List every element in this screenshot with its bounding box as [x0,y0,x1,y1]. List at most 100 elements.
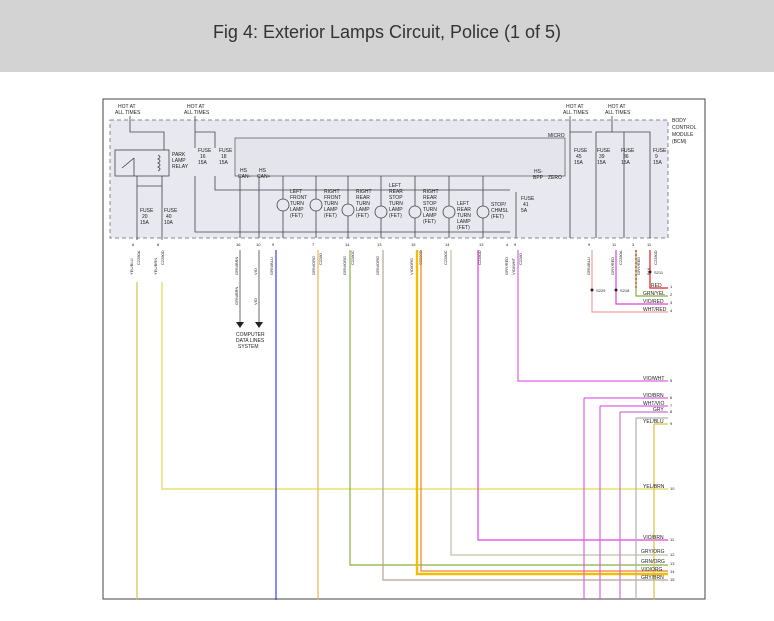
svg-text:GRN/ORG: GRN/ORG [375,256,380,275]
svg-text:FUSE: FUSE [198,148,212,154]
svg-text:14: 14 [445,242,450,247]
svg-text:5: 5 [670,378,673,383]
svg-text:15A: 15A [140,220,150,226]
wire-label-vio-brn: VIO/BRN [643,393,664,399]
svg-text:GRN/BLU: GRN/BLU [269,257,274,275]
svg-text:GRN/BLU: GRN/BLU [586,257,591,275]
svg-text:TURN: TURN [356,201,370,207]
svg-text:GRN/ORG: GRN/ORG [342,256,347,275]
svg-text:15A: 15A [574,160,584,166]
svg-text:FRONT: FRONT [290,195,307,201]
svg-text:14: 14 [670,569,675,574]
svg-text:STOP: STOP [423,201,437,207]
svg-text:8: 8 [157,242,160,247]
svg-text:RIGHT: RIGHT [324,189,340,195]
hot-label-2b: ALL TIMES [184,110,210,116]
micro-label: MICRO [548,133,565,139]
wire-number-list: 1 2 3 4 5 6 7 8 9 10 11 12 13 14 15 [670,284,675,582]
svg-text:(FET): (FET) [290,213,303,219]
svg-text:10: 10 [256,242,261,247]
figure-header: Fig 4: Exterior Lamps Circuit, Police (1… [0,0,774,72]
svg-text:(FET): (FET) [423,219,436,225]
hot-label-2a: HOT AT [187,104,205,110]
svg-text:GRN/BRN: GRN/BRN [234,256,239,275]
svg-text:ZERO: ZERO [548,175,562,181]
svg-text:BLK: BLK [646,267,651,275]
svg-text:40: 40 [166,214,172,220]
svg-text:10A: 10A [164,220,174,226]
figure-title: Fig 4: Exterior Lamps Circuit, Police (1… [212,22,562,42]
wire-label-gry-org: GRY/ORG [641,549,665,555]
wire-label-gry-brn: GRY/BRN [641,575,664,581]
svg-text:LAMP: LAMP [423,213,437,219]
svg-text:FUSE: FUSE [597,148,611,154]
hot-label-4b: ALL TIMES [605,110,631,116]
svg-text:13: 13 [479,242,484,247]
svg-text:LAMP: LAMP [389,207,403,213]
computer-data-lines-1: COMPUTER [236,332,265,338]
wires [136,250,668,600]
svg-text:FRONT: FRONT [324,195,341,201]
svg-text:13: 13 [377,242,382,247]
wire-label-grn-org: GRN/ORG [641,559,665,565]
svg-text:TURN: TURN [423,207,437,213]
module-name-1: BODY [672,118,687,124]
svg-text:15: 15 [670,577,675,582]
svg-text:FUSE: FUSE [219,148,233,154]
svg-text:C2280D: C2280D [477,250,482,265]
wire-label-vio-red: VIO/RED [643,299,664,305]
svg-text:(FET): (FET) [389,213,402,219]
svg-text:CAN+: CAN+ [257,174,271,180]
svg-text:36: 36 [623,154,629,160]
wire-label-wht-vio: WHT/VIO [643,401,664,407]
svg-text:11: 11 [670,537,675,542]
svg-text:GRY/RED: GRY/RED [610,257,615,275]
svg-text:6: 6 [670,395,673,400]
svg-text:REAR: REAR [423,195,437,201]
svg-text:S211: S211 [654,270,664,275]
svg-text:VIO: VIO [253,268,258,275]
svg-text:LAMP: LAMP [290,207,304,213]
svg-text:10: 10 [670,486,675,491]
svg-text:1: 1 [670,284,673,289]
svg-text:16: 16 [236,242,241,247]
svg-text:8: 8 [670,409,673,414]
wire-label-wht-red: WHT/RED [643,307,667,313]
svg-text:4: 4 [506,242,509,247]
svg-text:15: 15 [411,242,416,247]
svg-text:(FET): (FET) [457,225,470,231]
svg-text:FUSE: FUSE [140,208,154,214]
svg-text:C2280C: C2280C [350,250,355,265]
svg-text:7: 7 [312,242,315,247]
svg-text:15A: 15A [597,160,607,166]
svg-text:LAMP: LAMP [172,158,186,164]
wire-label-list: RED GRN/YEL VIO/RED WHT/RED VIO/WHT VIO/… [641,283,667,581]
svg-text:6: 6 [132,242,135,247]
park-lamp-relay [114,149,170,177]
svg-text:REAR: REAR [356,195,370,201]
svg-text:LEFT: LEFT [389,183,401,189]
svg-text:20: 20 [142,214,148,220]
svg-text:HS: HS [259,168,267,174]
svg-text:C2280A: C2280A [136,250,141,265]
svg-text:C2280C: C2280C [443,250,448,265]
hot-label-1a: HOT AT [118,104,136,110]
hot-label-1b: ALL TIMES [115,110,141,116]
svg-text:CHMSL: CHMSL [491,208,509,214]
svg-text:41: 41 [523,202,529,208]
svg-text:YEL/BLU: YEL/BLU [129,258,134,275]
svg-text:9: 9 [272,242,275,247]
svg-text:FUSE: FUSE [574,148,588,154]
svg-text:CAN−: CAN− [238,174,252,180]
svg-text:RIGHT: RIGHT [423,189,439,195]
svg-text:BPP: BPP [533,175,544,181]
svg-text:3: 3 [670,300,673,305]
svg-text:HS-: HS- [534,169,543,175]
svg-text:STOP/: STOP/ [491,202,507,208]
svg-text:FUSE: FUSE [621,148,635,154]
wire-label-vio-brn-2: VIO/BRN [643,535,664,541]
svg-text:11: 11 [612,242,617,247]
svg-text:TURN: TURN [389,201,403,207]
hot-label-3b: ALL TIMES [563,110,589,116]
svg-text:(FET): (FET) [356,213,369,219]
